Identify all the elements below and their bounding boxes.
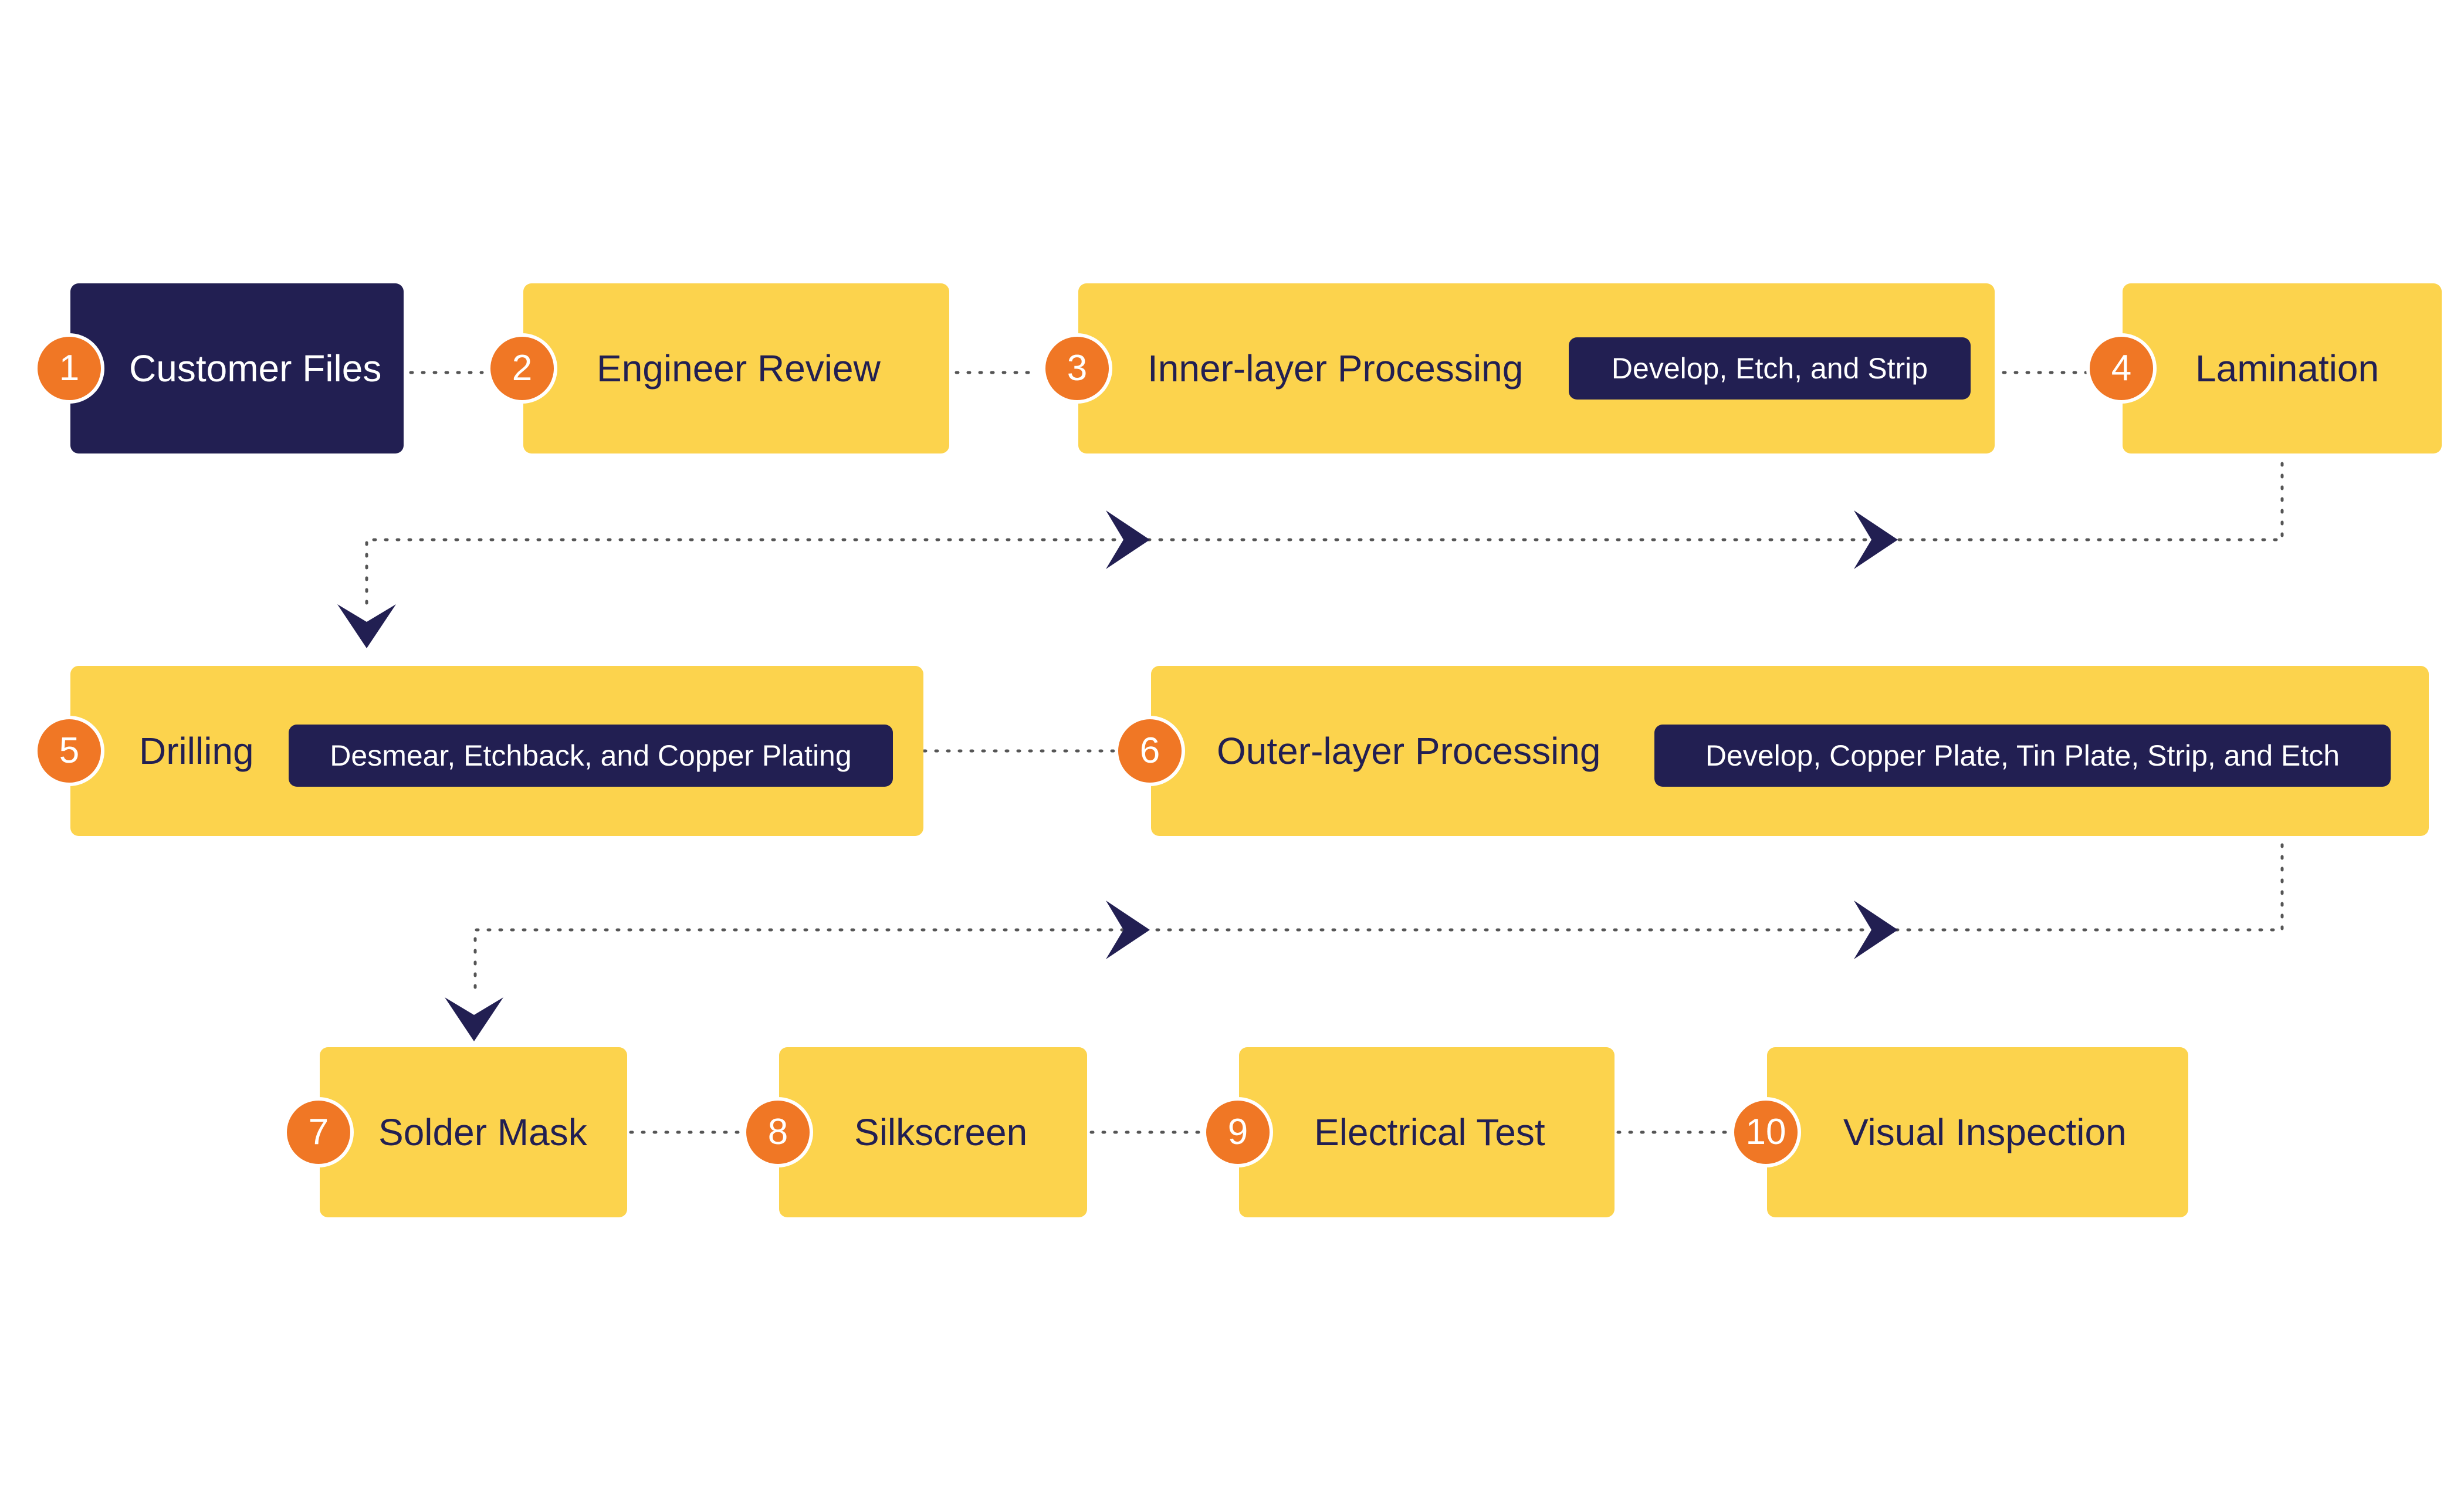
step-label: Silkscreen [854,1111,1028,1153]
step-number-badge: 2 [487,333,557,404]
step-silkscreen: 8 Silkscreen [743,1047,1087,1217]
connector-4-5 [365,462,2284,606]
step-label: Engineer Review [597,347,881,390]
step-number-badge: 4 [2086,333,2157,404]
arrowhead-left-icon [1106,901,1150,959]
arrowhead-down-icon [445,997,503,1041]
step-visual-inspection: 10 Visual Inspection [1731,1047,2188,1217]
step-sub-tag: Develop, Copper Plate, Tin Plate, Strip,… [1654,725,2391,787]
step-engineer-review: 2 Engineer Review [487,283,949,453]
step-solder-mask: 7 Solder Mask [283,1047,627,1217]
arrowhead-left-icon [1106,510,1150,569]
step-sub-tag: Desmear, Etchback, and Copper Plating [289,725,893,787]
step-number-badge: 1 [34,333,104,404]
arrowhead-down-icon [337,604,396,648]
arrowhead-left-icon [1854,510,1898,569]
step-label: Inner-layer Processing [1148,347,1524,390]
step-customer-files: 1 Customer Files [34,283,404,453]
step-number-badge: 9 [1203,1097,1273,1167]
step-inner-layer-processing: 3 Inner-layer Processing Develop, Etch, … [1042,283,1995,453]
step-label: Customer Files [129,347,382,390]
step-drilling: 5 Drilling Desmear, Etchback, and Copper… [34,666,923,836]
step-label: Visual Inspection [1843,1111,2127,1153]
step-label: Solder Mask [378,1111,587,1153]
step-label: Lamination [2195,347,2380,390]
step-label: Drilling [139,730,254,772]
step-outer-layer-processing: 6 Outer-layer Processing Develop, Copper… [1115,666,2429,836]
step-lamination: 4 Lamination [2086,283,2442,453]
step-number-badge: 10 [1731,1097,1801,1167]
connector-6-7 [473,843,2284,999]
step-label: Electrical Test [1314,1111,1545,1153]
arrowhead-left-icon [1854,901,1898,959]
step-number-badge: 8 [743,1097,813,1167]
step-number-badge: 3 [1042,333,1112,404]
step-label: Outer-layer Processing [1217,730,1601,772]
step-number-badge: 7 [283,1097,354,1167]
step-electrical-test: 9 Electrical Test [1203,1047,1615,1217]
step-number-badge: 5 [34,716,104,786]
step-sub-tag: Develop, Etch, and Strip [1569,337,1971,400]
step-number-badge: 6 [1115,716,1185,786]
